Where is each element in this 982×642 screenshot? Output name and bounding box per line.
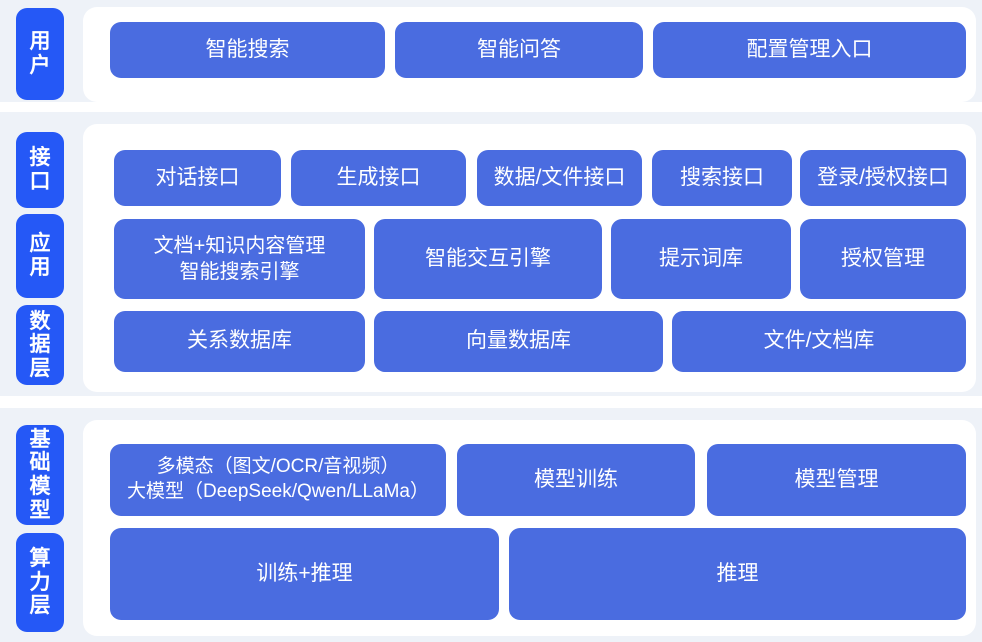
box-file-document-store[interactable]: 文件/文档库	[672, 311, 966, 372]
sidebar-tab-application[interactable]: 应用	[16, 214, 64, 298]
section-platform: 接口 应用 数据层 对话接口 生成接口 数据/文件接口 搜索接口 登录/授权接口…	[0, 118, 982, 396]
section-infrastructure: 基础模型 算力层 多模态（图文/OCR/音视频） 大模型（DeepSeek/Qw…	[0, 414, 982, 642]
band-separator-top	[0, 102, 982, 112]
sidebar-tab-foundation-model[interactable]: 基础模型	[16, 425, 64, 525]
section-user: 用户 智能搜索 智能问答 配置管理入口	[0, 0, 982, 110]
box-generation-interface[interactable]: 生成接口	[291, 150, 466, 206]
box-login-auth-interface[interactable]: 登录/授权接口	[800, 150, 966, 206]
box-prompt-library[interactable]: 提示词库	[611, 219, 791, 299]
box-dialog-interface[interactable]: 对话接口	[114, 150, 281, 206]
box-smart-interaction-engine[interactable]: 智能交互引擎	[374, 219, 602, 299]
box-smart-search[interactable]: 智能搜索	[110, 22, 385, 78]
box-model-management[interactable]: 模型管理	[707, 444, 966, 516]
box-authorization-management[interactable]: 授权管理	[800, 219, 966, 299]
box-multimodal-llm[interactable]: 多模态（图文/OCR/音视频） 大模型（DeepSeek/Qwen/LLaMa）	[110, 444, 446, 516]
sidebar-tab-interface[interactable]: 接口	[16, 132, 64, 208]
box-config-management-entry[interactable]: 配置管理入口	[653, 22, 966, 78]
sidebar-tab-foundation-model-label: 基础模型	[29, 427, 51, 522]
box-model-training[interactable]: 模型训练	[457, 444, 695, 516]
box-doc-knowledge-management[interactable]: 文档+知识内容管理 智能搜索引擎	[114, 219, 365, 299]
box-vector-database[interactable]: 向量数据库	[374, 311, 663, 372]
box-inference[interactable]: 推理	[509, 528, 966, 620]
box-relational-database[interactable]: 关系数据库	[114, 311, 365, 372]
box-search-interface[interactable]: 搜索接口	[652, 150, 792, 206]
sidebar-tab-data-label: 数据层	[29, 309, 51, 380]
sidebar-tab-user[interactable]: 用户	[16, 8, 64, 100]
box-data-file-interface[interactable]: 数据/文件接口	[477, 150, 642, 206]
sidebar-tab-compute-label: 算力层	[29, 547, 51, 618]
sidebar-tab-compute[interactable]: 算力层	[16, 533, 64, 632]
sidebar-tab-data[interactable]: 数据层	[16, 305, 64, 385]
sidebar-tab-interface-label: 接口	[29, 146, 51, 193]
sidebar-tab-user-label: 用户	[29, 30, 51, 77]
sidebar-tab-application-label: 应用	[29, 232, 51, 279]
box-smart-qa[interactable]: 智能问答	[395, 22, 643, 78]
box-train-plus-inference[interactable]: 训练+推理	[110, 528, 499, 620]
band-separator-bottom	[0, 396, 982, 408]
